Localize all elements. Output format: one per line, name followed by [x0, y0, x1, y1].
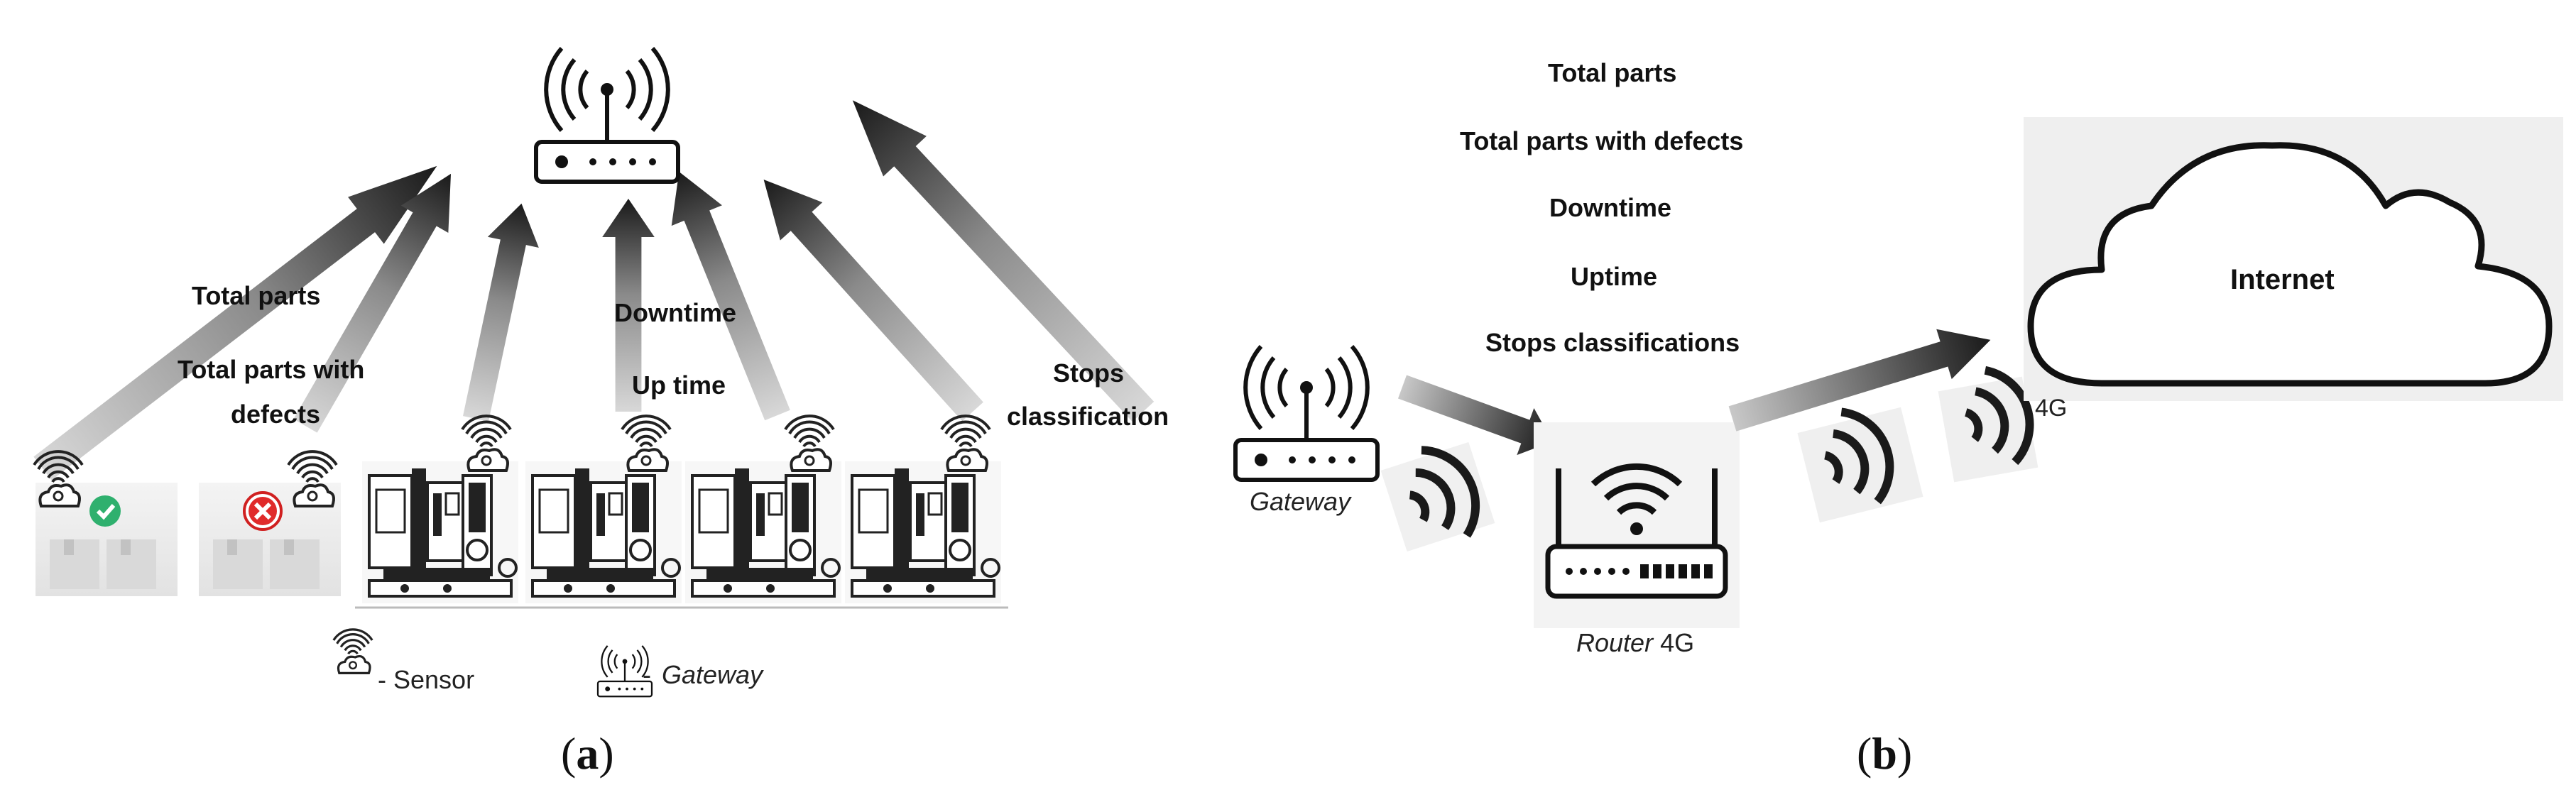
caption-a: (a) [561, 728, 614, 779]
data-item-downtime: Downtime [1549, 193, 1672, 222]
legend-sensor-icon [332, 628, 373, 675]
label-classification: classification [1007, 402, 1169, 431]
label-up-time: Up time [632, 370, 726, 400]
signal-waves-4g [1938, 361, 2042, 483]
signal-4g-label: 4G [2035, 395, 2068, 422]
sensor-icon [287, 450, 338, 507]
router-4g [1534, 422, 1740, 628]
sensor-icon [784, 415, 835, 472]
label-stops: Stops [1053, 358, 1125, 388]
data-item-uptime: Uptime [1571, 262, 1658, 291]
gateway-icon [536, 48, 678, 182]
machine-1 [361, 415, 520, 605]
legend-gateway-label: Gateway [662, 660, 763, 689]
label-total-parts-with: Total parts with [178, 355, 365, 384]
gateway-device [1235, 346, 1377, 480]
data-item-total-parts-defects: Total parts with defects [1460, 126, 1744, 155]
signal-waves-router [1797, 402, 1923, 523]
machine-2 [524, 415, 683, 605]
cloud-label: Internet [2230, 264, 2335, 295]
product-defect [199, 450, 341, 596]
data-item-total-parts: Total parts [1548, 58, 1677, 87]
legend-sensor-label: - Sensor [378, 665, 475, 694]
label-total-parts: Total parts [192, 281, 321, 310]
machine-3 [684, 415, 843, 605]
check-icon [89, 495, 121, 527]
label-defects: defects [231, 400, 321, 429]
machine-4 [844, 415, 1003, 605]
legend-gateway-dash: - [643, 660, 651, 689]
label-downtime: Downtime [614, 298, 737, 327]
caption-b: (b) [1857, 728, 1913, 779]
data-item-stops: Stops classifications [1485, 328, 1740, 357]
arrow-total-parts [24, 142, 455, 493]
router-label: Router 4G [1576, 628, 1695, 657]
sensor-icon [461, 415, 512, 472]
product-ok [33, 450, 178, 596]
sensor-icon [940, 415, 991, 472]
sensor-icon [621, 415, 672, 472]
signal-waves-gateway [1380, 437, 1495, 552]
gateway-device-label: Gateway [1250, 487, 1351, 516]
internet-cloud [2024, 117, 2563, 401]
arrow-machine-1 [450, 198, 547, 424]
